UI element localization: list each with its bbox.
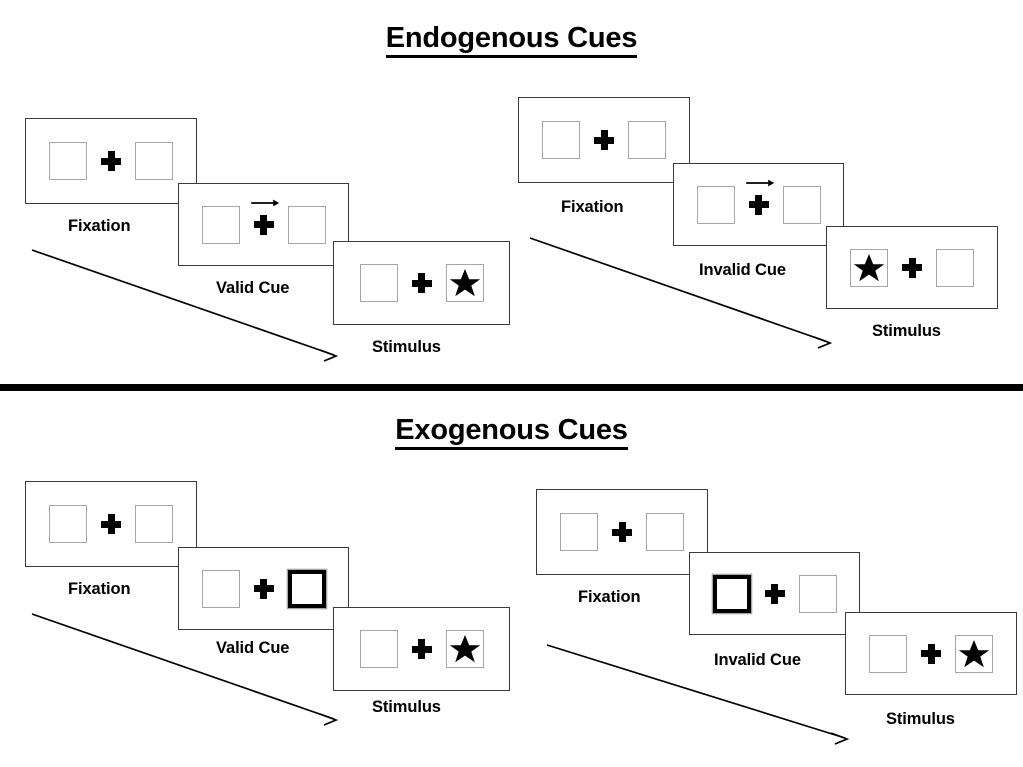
- right-box: [782, 185, 821, 224]
- fixation-cross-icon: [764, 583, 785, 604]
- star-icon: [958, 639, 990, 667]
- fixation-cross-icon: [902, 257, 922, 278]
- caption-endogenous-valid-fixation: Fixation: [68, 217, 131, 235]
- caption-exogenous-valid-cue: Valid Cue: [216, 639, 290, 657]
- section-exogenous-cues: Exogenous Cues Fixation Valid Cue Stim: [0, 396, 1023, 767]
- fixation-cross-icon: [411, 273, 432, 293]
- frame-endogenous-invalid-stimulus: [826, 226, 998, 309]
- left-box: [359, 264, 398, 302]
- section-title-exogenous-text: Exogenous Cues: [395, 414, 628, 450]
- right-box: [445, 264, 484, 302]
- fixation-cross-icon: [250, 199, 279, 235]
- left-box: [696, 185, 735, 224]
- caption-endogenous-invalid-stimulus: Stimulus: [872, 322, 941, 340]
- right-box: [287, 205, 326, 244]
- right-box: [135, 505, 173, 543]
- frame-exogenous-valid-cue: [178, 547, 349, 630]
- fixation-cross-icon: [101, 151, 121, 171]
- fixation-cross-icon: [921, 643, 941, 664]
- section-endogenous-cues: Endogenous Cues Fixation Valid Cue: [0, 22, 1023, 362]
- caption-exogenous-invalid-cue: Invalid Cue: [714, 651, 801, 669]
- left-box: [49, 505, 87, 543]
- arrow-right-icon: [745, 179, 774, 186]
- fixation-cross-icon: [594, 130, 614, 150]
- section-title-exogenous: Exogenous Cues: [0, 414, 1023, 450]
- fixation-cross-icon: [411, 639, 432, 659]
- right-box: [798, 574, 837, 613]
- frame-exogenous-valid-stimulus: [333, 607, 510, 691]
- timeline-arrow-left-icon: [31, 249, 339, 362]
- caption-endogenous-invalid-cue: Invalid Cue: [699, 261, 786, 279]
- frame-endogenous-invalid-fixation: [518, 97, 690, 183]
- section-title-endogenous-text: Endogenous Cues: [385, 22, 637, 58]
- section-title-endogenous: Endogenous Cues: [0, 22, 1023, 58]
- left-box: [359, 630, 398, 668]
- caption-exogenous-invalid-fixation: Fixation: [578, 588, 641, 606]
- right-box: [135, 142, 173, 180]
- fixation-cross-icon: [745, 179, 774, 215]
- right-box: [445, 630, 484, 668]
- caption-endogenous-valid-cue: Valid Cue: [216, 279, 290, 297]
- right-box: [936, 248, 974, 287]
- frame-endogenous-valid-fixation: [25, 118, 197, 204]
- star-icon: [853, 253, 885, 281]
- star-icon: [449, 269, 480, 297]
- fixation-cross-icon: [101, 514, 121, 534]
- frame-endogenous-invalid-cue: [673, 163, 844, 246]
- frame-exogenous-valid-fixation: [25, 481, 197, 567]
- star-icon: [449, 635, 480, 663]
- right-box: [955, 634, 993, 673]
- left-box: [560, 513, 598, 551]
- right-box: [646, 513, 684, 551]
- left-box: [201, 569, 240, 608]
- frame-endogenous-valid-stimulus: [333, 241, 510, 325]
- timeline-arrow-right-icon: [546, 644, 850, 745]
- left-box: [49, 142, 87, 180]
- frame-exogenous-invalid-stimulus: [845, 612, 1017, 695]
- caption-exogenous-valid-fixation: Fixation: [68, 580, 131, 598]
- caption-exogenous-valid-stimulus: Stimulus: [372, 698, 441, 716]
- left-box-cued: [712, 574, 751, 613]
- frame-exogenous-invalid-fixation: [536, 489, 708, 575]
- frame-endogenous-valid-cue: [178, 183, 349, 266]
- left-box: [201, 205, 240, 244]
- caption-endogenous-invalid-fixation: Fixation: [561, 198, 624, 216]
- caption-exogenous-invalid-stimulus: Stimulus: [886, 710, 955, 728]
- caption-endogenous-valid-stimulus: Stimulus: [372, 338, 441, 356]
- left-box: [542, 121, 580, 159]
- arrow-right-icon: [250, 199, 279, 206]
- timeline-arrow-right-icon: [529, 237, 833, 349]
- left-box: [850, 248, 888, 287]
- fixation-cross-icon: [253, 578, 274, 599]
- section-divider: [0, 384, 1023, 391]
- right-box: [628, 121, 666, 159]
- fixation-cross-icon: [612, 522, 632, 542]
- timeline-arrow-left-icon: [31, 613, 339, 726]
- right-box-cued: [287, 569, 326, 608]
- frame-exogenous-invalid-cue: [689, 552, 860, 635]
- left-box: [869, 634, 907, 673]
